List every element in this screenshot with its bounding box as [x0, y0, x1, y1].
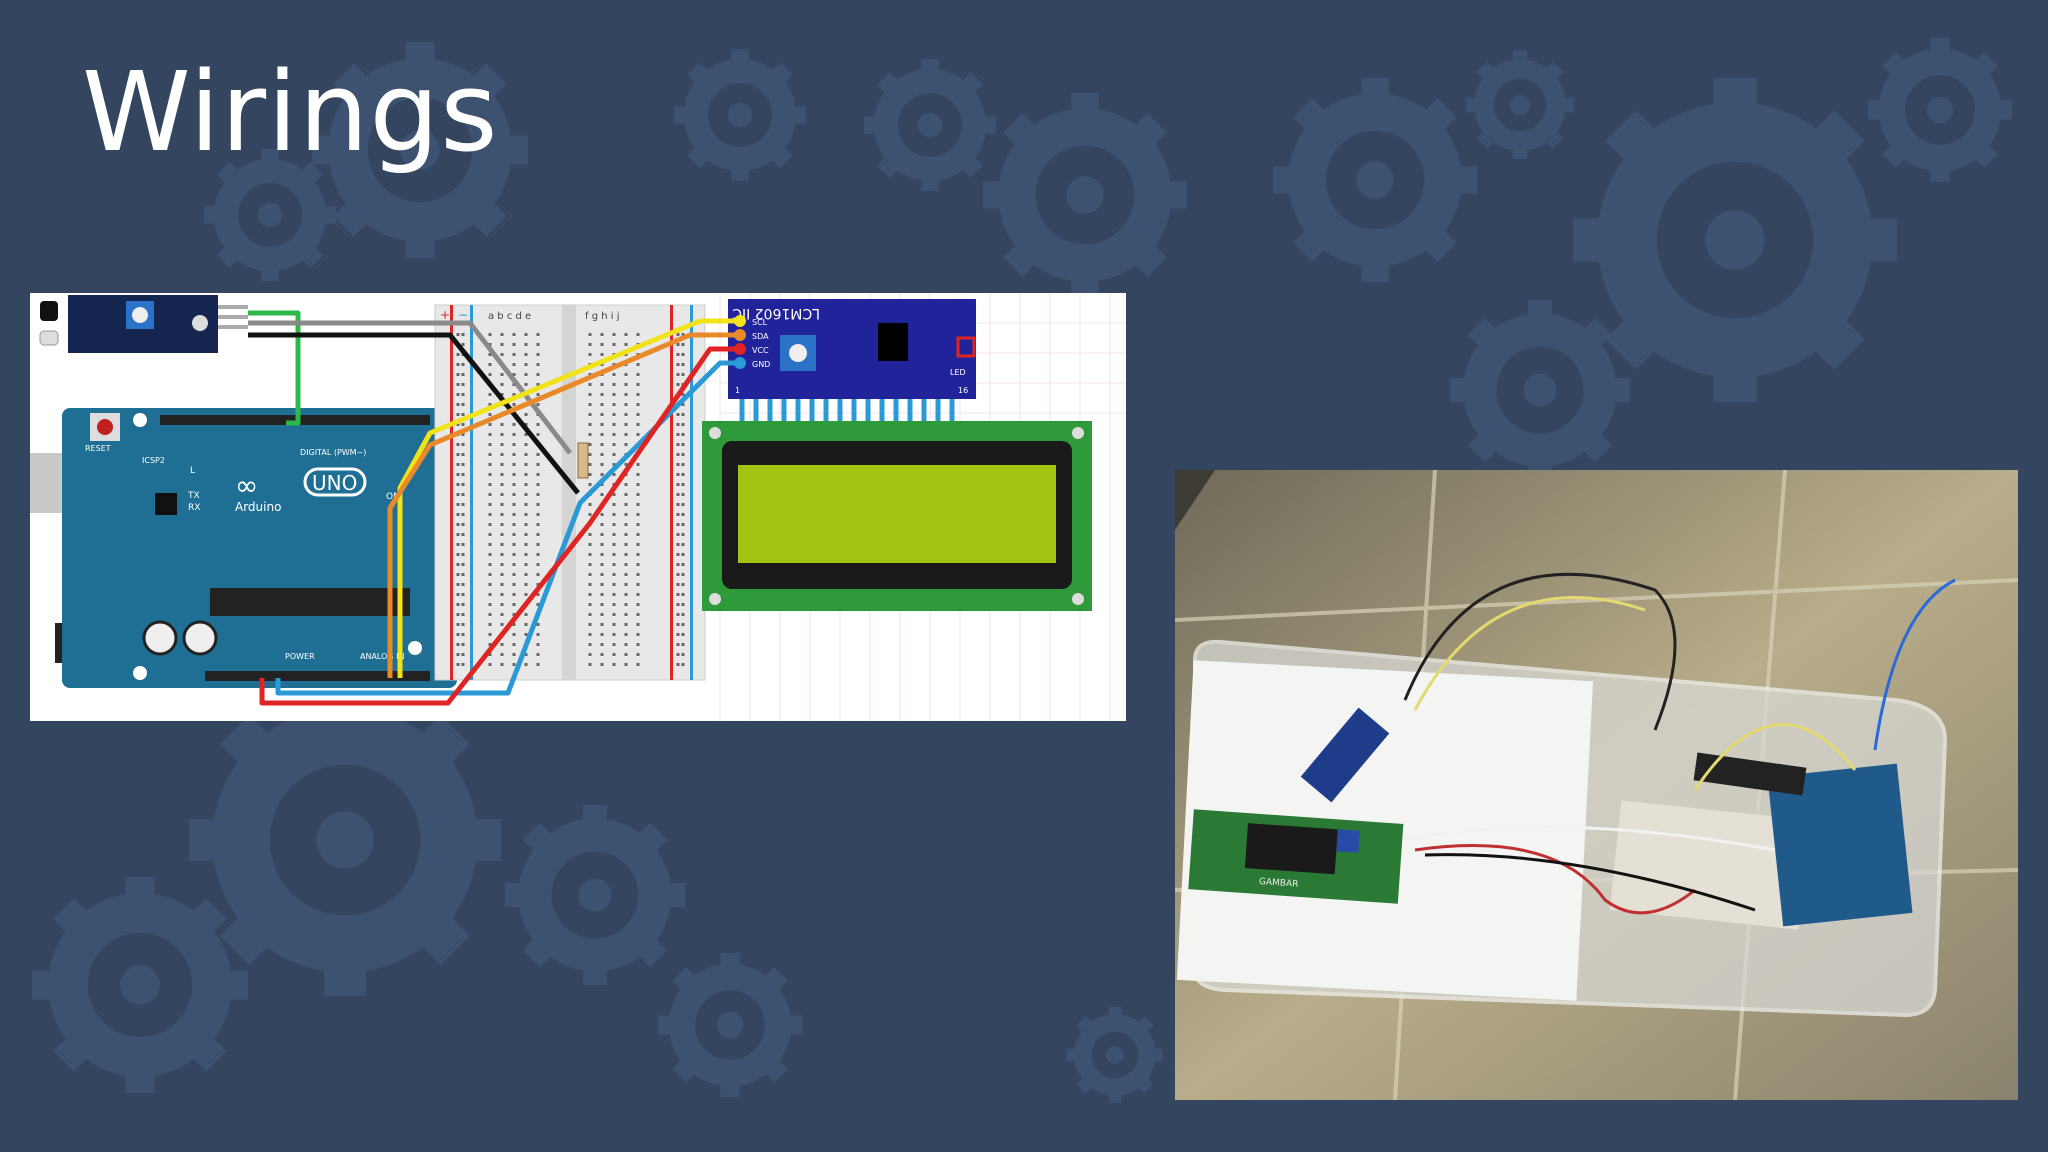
tx-label: TX	[187, 491, 200, 501]
pin-gnd: GND	[752, 360, 770, 369]
wiring-diagram-svg: ∞ UNO Arduino RESET ICSP2 DIGITAL (PWM~)…	[30, 293, 1126, 721]
breadboard-letters-left: a b c d e	[488, 311, 531, 322]
breadboard: a b c d e f g h i j + −	[434, 304, 706, 681]
arduino-model-label: UNO	[312, 471, 357, 495]
photo-lcd-board: GAMBAR	[1188, 809, 1404, 904]
breadboard-minus: −	[458, 308, 468, 322]
reset-label: RESET	[85, 444, 111, 453]
digital-label: DIGITAL (PWM~)	[300, 448, 366, 457]
photo-wires	[1403, 572, 1956, 915]
pin-vcc: VCC	[752, 346, 769, 355]
wire-gray	[248, 320, 572, 455]
ir-sensor-module	[39, 295, 248, 353]
pin-1-label: 1	[735, 386, 740, 395]
pin-sda: SDA	[752, 332, 769, 341]
wire-green	[248, 310, 301, 426]
lcd-led-label: LED	[950, 368, 966, 377]
wire-yellow	[397, 318, 740, 678]
slide-title: Wirings	[82, 48, 499, 176]
lcd-screen	[738, 465, 1056, 563]
wire-orange	[387, 332, 740, 678]
wire-blue	[275, 360, 740, 696]
arduino-infinity-logo: ∞	[235, 469, 258, 502]
pin-scl: SCL	[752, 318, 768, 327]
analog-label: ANALOG IN	[360, 652, 405, 661]
build-photo: GAMBAR	[1174, 469, 2019, 1101]
build-photo-svg: GAMBAR	[1174, 469, 2019, 1101]
arduino-uno-board: ∞ UNO Arduino RESET ICSP2 DIGITAL (PWM~)…	[30, 408, 457, 688]
pin-16-label: 16	[958, 386, 968, 395]
wire-black	[248, 332, 580, 495]
photo-ir-sensor	[1300, 707, 1390, 803]
photo-arduino	[1767, 763, 1913, 927]
power-label: POWER	[285, 652, 315, 661]
on-led-label: ON	[386, 492, 400, 502]
breadboard-plus: +	[440, 308, 450, 322]
rx-label: RX	[188, 503, 200, 513]
resistor	[577, 442, 589, 479]
lcd-module-name: LCM1602 IIC	[732, 305, 820, 321]
wiring-diagram: ∞ UNO Arduino RESET ICSP2 DIGITAL (PWM~)…	[30, 293, 1126, 721]
photo-usb-module	[1693, 752, 1807, 796]
lcd-1602-display	[702, 421, 1092, 611]
breadboard-letters-right: f g h i j	[585, 311, 619, 322]
wires	[248, 310, 740, 706]
icsp-label: ICSP2	[142, 456, 165, 465]
i2c-lcd-module: LCM1602 IIC LED SCL SDA VCC GND 1 16	[728, 299, 976, 425]
arduino-brand-label: Arduino	[235, 500, 281, 514]
photo-lcd-sticker: GAMBAR	[1259, 877, 1299, 890]
l-led-label: L	[190, 466, 195, 476]
wire-red	[259, 346, 740, 706]
